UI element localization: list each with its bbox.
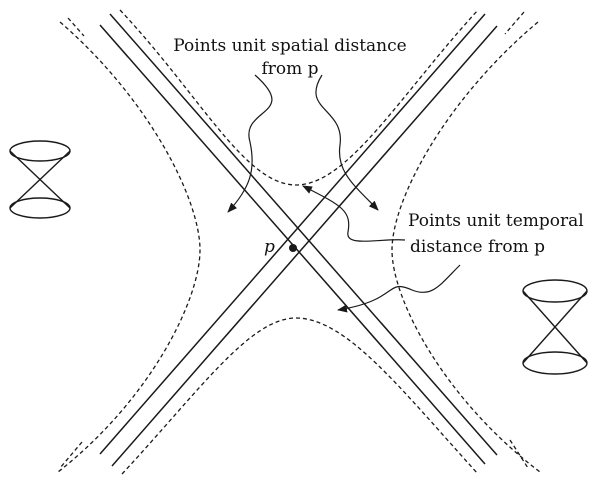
asymptote-dashed-2 bbox=[509, 439, 529, 469]
temporal-arrow-down bbox=[337, 264, 461, 313]
spatial-label-line2: from p bbox=[261, 59, 319, 79]
light-cone-icon-right bbox=[522, 279, 588, 375]
hyperbola-right bbox=[391, 21, 541, 473]
spatial-label-line1: Points unit spatial distance bbox=[173, 36, 407, 56]
point-p bbox=[289, 244, 297, 252]
temporal-label-line1: Points unit temporal bbox=[408, 211, 584, 231]
hyperbola-bottom bbox=[121, 317, 479, 475]
lightcone-line-2b bbox=[99, 13, 486, 455]
lightcone-line-2a bbox=[111, 25, 498, 467]
asymptote-dashed-1 bbox=[67, 17, 85, 37]
point-p-label: p bbox=[264, 237, 275, 257]
spatial-arrow-left bbox=[227, 74, 273, 213]
lightcone-line-1b bbox=[109, 13, 498, 456]
spatial-arrow-right bbox=[315, 74, 379, 211]
temporal-label-line2: distance from p bbox=[410, 237, 546, 257]
temporal-arrow-up bbox=[302, 185, 406, 242]
hyperbola-top bbox=[119, 9, 479, 186]
light-cone-icon-left bbox=[9, 140, 71, 219]
asymptote-dashed-4 bbox=[59, 441, 83, 469]
asymptote-dashed-3 bbox=[504, 11, 525, 35]
hyperbola-left bbox=[57, 21, 201, 473]
